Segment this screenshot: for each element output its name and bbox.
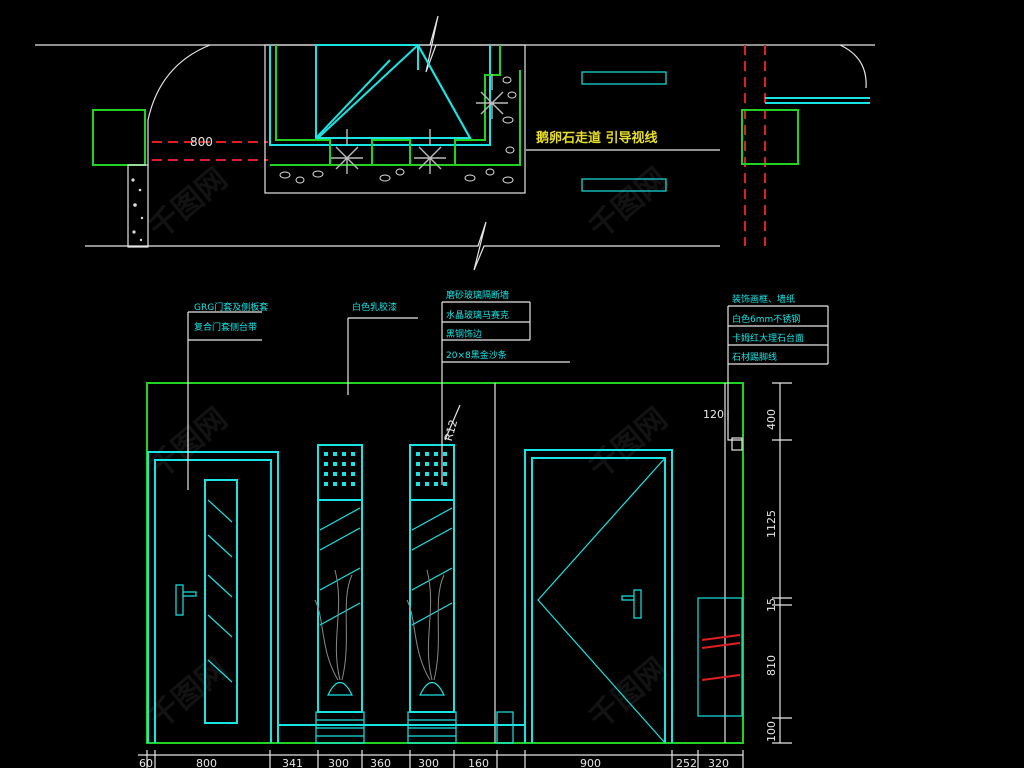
dimension-chain-right: 400 1125 15 810 100 <box>765 382 792 744</box>
dim-bottom: 300 <box>418 757 439 768</box>
dim-bottom: 900 <box>580 757 601 768</box>
right-swing-arc <box>839 44 867 89</box>
dimension-chain-bottom: 60 800 341 300 360 300 160 900 252 320 <box>138 750 744 768</box>
door-swing-lines <box>537 457 666 744</box>
door-handle-icon <box>175 584 197 616</box>
stone-strip <box>581 178 667 192</box>
dim-bottom: 360 <box>370 757 391 768</box>
small-plinth <box>496 711 514 744</box>
door-glass-slot <box>204 479 238 724</box>
glass-partition-left <box>314 444 365 744</box>
plant-stems <box>314 569 353 681</box>
plant-stems <box>406 569 445 681</box>
glass-hatch <box>319 507 361 626</box>
console-red-line <box>701 674 741 681</box>
dim-800-plan: 800 <box>190 135 213 149</box>
planter-edge <box>270 70 521 166</box>
watermark: 千图网 <box>143 161 234 246</box>
dim-right: 400 <box>765 409 778 430</box>
dim-bottom: 300 <box>328 757 349 768</box>
callout-right-4: 石材踢脚线 <box>732 351 777 363</box>
section-detail <box>727 410 742 441</box>
pyramid-edge <box>317 44 419 139</box>
console-red-line <box>701 642 741 649</box>
callout-right-1: 装饰画框、墙纸 <box>732 293 795 305</box>
pyramid-skylight <box>315 44 472 139</box>
dim-right: 15 <box>765 598 778 612</box>
console-red-line <box>701 634 741 641</box>
callout-right-3: 卡姆红大理石台面 <box>732 332 804 344</box>
door-swing-arc <box>147 44 211 165</box>
plan-wall-line <box>85 221 720 271</box>
dim-bottom: 320 <box>708 757 729 768</box>
plant-icon <box>331 74 508 174</box>
stone-strip <box>581 71 667 85</box>
callout-mid-2: 水晶玻璃马赛克 <box>446 309 509 321</box>
watermark: 千图网 <box>583 651 674 736</box>
dim-bottom: 800 <box>196 757 217 768</box>
dim-bottom: 60 <box>139 757 153 768</box>
dim-right: 100 <box>765 721 778 742</box>
glass-partition-right <box>406 444 457 744</box>
column-box <box>92 109 146 166</box>
callout-left-1: GRG门套及侧板套 <box>194 301 268 313</box>
dim-bottom: 160 <box>468 757 489 768</box>
right-column-box <box>741 109 799 165</box>
dim-right: 810 <box>765 655 778 676</box>
watermark-layer: 千图网 千图网 千图网 千图网 千图网 千图网 <box>143 161 674 736</box>
planter-inner-cyan <box>269 45 491 146</box>
callout-mid-4: 20×8黑金沙条 <box>446 349 507 361</box>
elevation-view: 120 R12 GRG门套及侧板套 复合门套侧台带 白色乳胶漆 磨砂 <box>138 289 829 768</box>
dim-bottom: 341 <box>282 757 303 768</box>
door-handle-icon <box>621 589 642 619</box>
callout-mid-1: 磨砂玻璃隔断墙 <box>446 289 509 301</box>
pyramid-edge <box>417 44 471 139</box>
section-detail-box <box>731 437 743 451</box>
plinth-lines <box>316 719 364 737</box>
stone-column <box>127 164 149 248</box>
glass-hatch <box>207 499 233 683</box>
callout-mid-3: 黑钢饰边 <box>446 328 482 340</box>
leader-line <box>444 404 461 441</box>
vase-icon <box>419 681 445 696</box>
dim-120: 120 <box>703 408 724 421</box>
plan-wall-line <box>35 15 875 73</box>
right-wall-cyan <box>765 97 870 104</box>
planter-green <box>275 45 501 166</box>
console-table <box>697 597 743 717</box>
watermark: 千图网 <box>583 401 674 486</box>
mosaic-dots <box>416 452 447 486</box>
left-door-frame <box>147 451 279 743</box>
glass-hatch <box>411 507 453 626</box>
label-r12: R12 <box>442 418 460 442</box>
stone-texture <box>131 178 144 242</box>
mosaic-dots <box>324 452 355 486</box>
watermark: 千图网 <box>583 161 674 246</box>
dim-right: 1125 <box>765 510 778 538</box>
callout-leaders <box>187 301 829 490</box>
floor-plan: 800 鹅卵石走道 引导视线 <box>35 15 875 271</box>
vase-icon <box>327 681 353 696</box>
callout-left-2: 复合门套侧台带 <box>194 321 257 333</box>
dim-bottom: 252 <box>676 757 697 768</box>
pebble-texture <box>279 76 517 184</box>
plinth-lines <box>408 719 456 737</box>
callout-top: 白色乳胶漆 <box>352 301 397 313</box>
callout-right-2: 白色6mm不锈钢 <box>732 313 800 325</box>
note-pebble-walkway: 鹅卵石走道 引导视线 <box>536 130 658 146</box>
right-door-frame <box>524 449 673 743</box>
